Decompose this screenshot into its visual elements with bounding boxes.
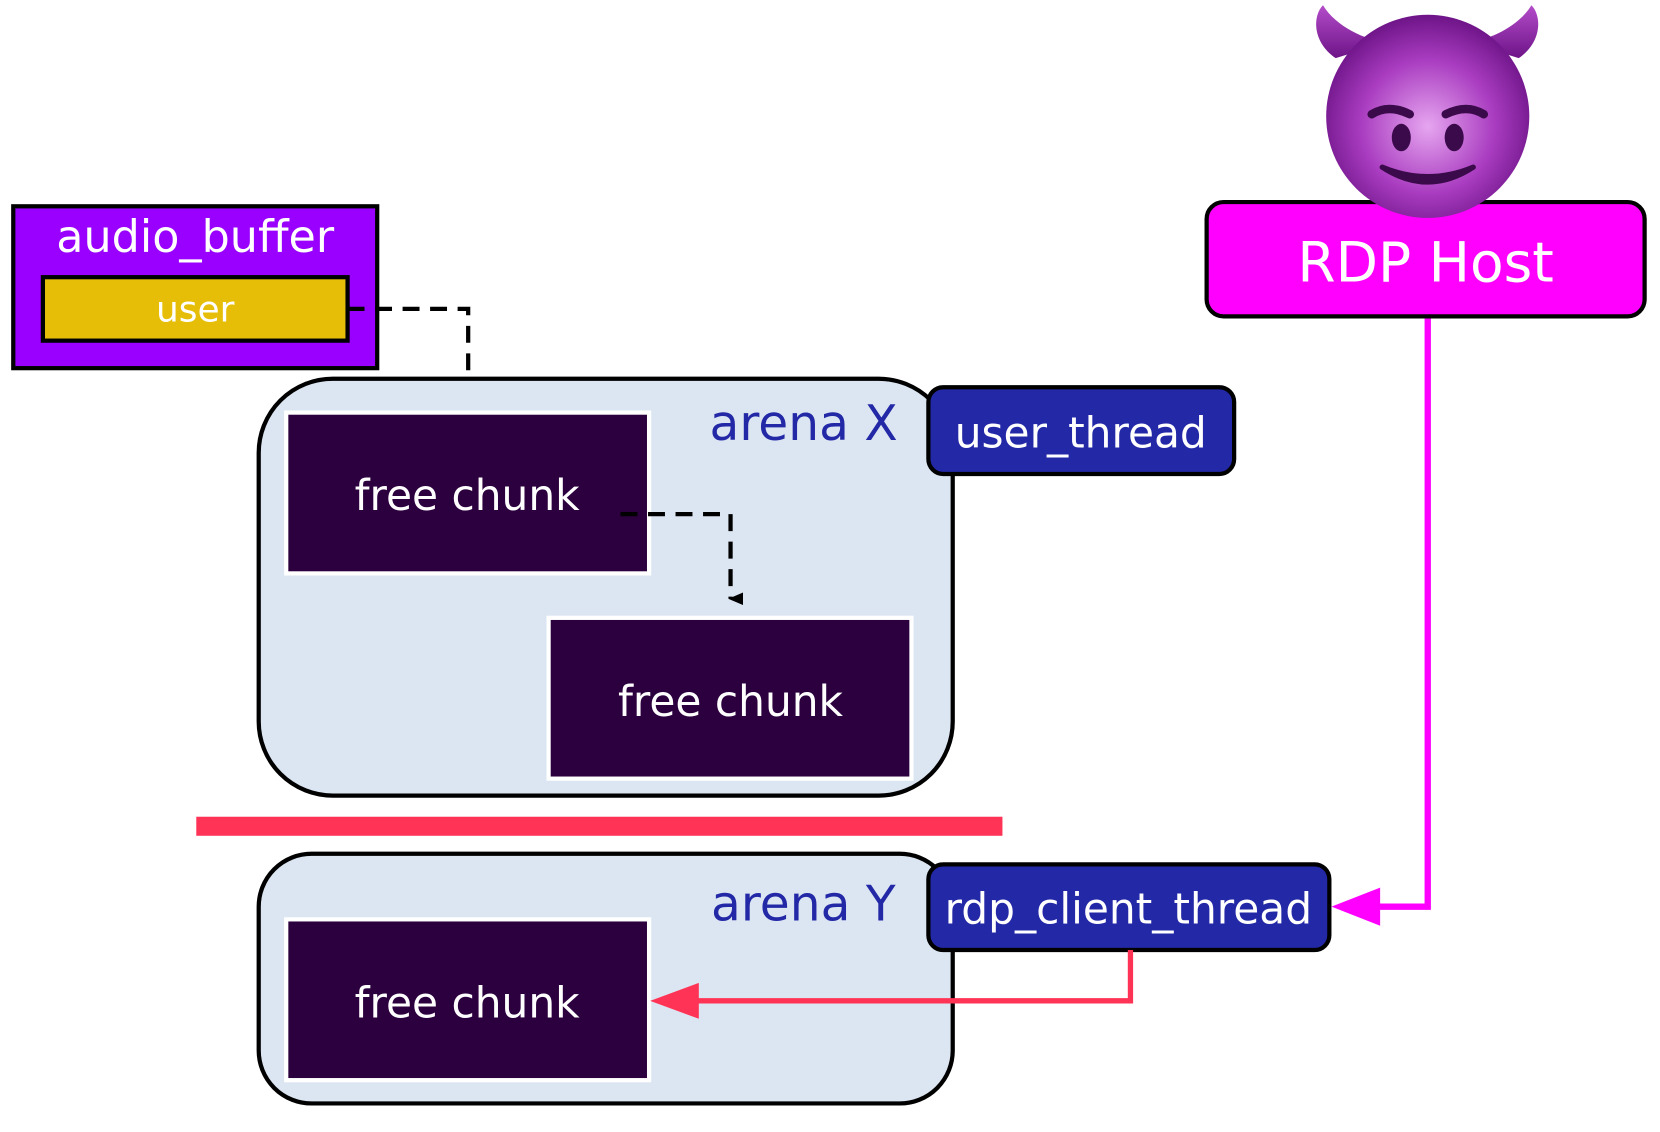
- arena-y-free-chunk-1-label: free chunk: [355, 979, 581, 1028]
- arena-separator: [196, 816, 1003, 836]
- audio-buffer-struct: audio_buffer user: [11, 204, 380, 371]
- user-pointer-arrow: [347, 306, 481, 400]
- arena-x: arena X free chunk free chunk: [256, 376, 955, 798]
- rdp-host-label: RDP Host: [1297, 230, 1553, 294]
- rdp-client-thread: rdp_client_thread: [926, 862, 1332, 953]
- arena-x-label: arena X: [710, 396, 898, 452]
- arena-y-free-chunk-1: [284, 917, 652, 1083]
- user-thread-label: user_thread: [955, 409, 1207, 458]
- arena-x-free-chunk-2-label: free chunk: [618, 677, 844, 726]
- user-field-box: [40, 275, 350, 343]
- user-field-label: user: [156, 290, 235, 331]
- smiling-devil-icon: [1316, 5, 1539, 218]
- magenta-arrowhead: [1331, 887, 1381, 926]
- rdp-thread-to-chunk-arrow: [650, 950, 1134, 1019]
- chunk-next-pointer-arrow: [620, 512, 744, 606]
- arena-x-free-chunk-1: [284, 410, 652, 576]
- rdp-host: RDP Host: [1204, 199, 1647, 319]
- rdp-client-thread-label: rdp_client_thread: [945, 885, 1312, 934]
- user-thread: user_thread: [926, 385, 1237, 477]
- rdp-host-to-thread-arrow: [1331, 318, 1431, 926]
- audio-buffer-label: audio_buffer: [56, 212, 335, 263]
- red-arrowhead: [650, 982, 699, 1019]
- arena-x-free-chunk-1-label: free chunk: [355, 471, 581, 520]
- arena-y-label: arena Y: [711, 876, 896, 932]
- user-thread-box: [926, 385, 1237, 477]
- arena-x-free-chunk-2: [546, 615, 914, 781]
- arena-y: arena Y free chunk: [256, 851, 955, 1106]
